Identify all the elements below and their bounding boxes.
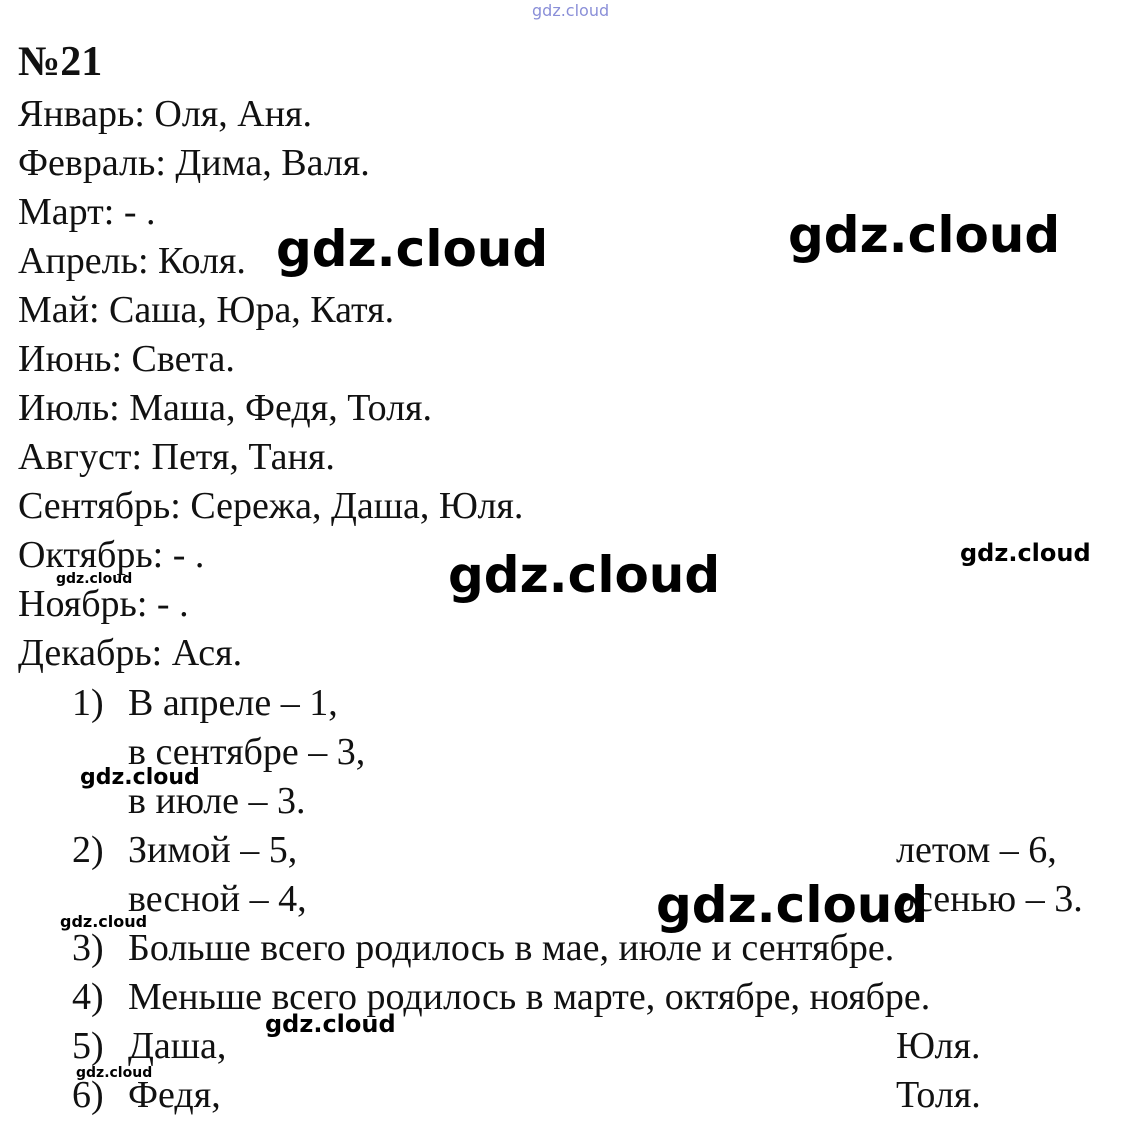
answer-3-text: Больше всего родилось в мае, июле и сент… — [128, 927, 895, 969]
month-july: Июль: Маша, Федя, Толя. — [18, 387, 433, 429]
answer-2-spring: весной – 4, — [128, 878, 307, 920]
answer-5-left: Даша, — [128, 1025, 227, 1067]
answer-3-number: 3) — [72, 927, 104, 969]
month-november: Ноябрь: - . — [18, 583, 189, 625]
answer-2-number: 2) — [72, 829, 104, 871]
answer-6-number: 6) — [72, 1074, 104, 1116]
month-march: Март: - . — [18, 191, 156, 233]
watermark: gdz.cloud — [276, 220, 549, 278]
month-june: Июнь: Света. — [18, 338, 235, 380]
month-september: Сентябрь: Сережа, Даша, Юля. — [18, 485, 524, 527]
watermark: gdz.cloud — [960, 539, 1091, 567]
answer-1-number: 1) — [72, 682, 104, 724]
answer-6-left: Федя, — [128, 1074, 221, 1116]
answer-1-line: в сентябре – 3, — [128, 731, 366, 773]
watermark: gdz.cloud — [788, 206, 1061, 264]
watermark: gdz.cloud — [448, 546, 721, 604]
answer-2-autumn: осенью – 3. — [896, 878, 1083, 920]
answer-4-text: Меньше всего родилось в марте, октябре, … — [128, 976, 931, 1018]
watermark: gdz.cloud — [80, 765, 200, 790]
problem-title: №21 — [18, 39, 103, 85]
answer-2-summer: летом – 6, — [896, 829, 1057, 871]
month-may: Май: Саша, Юра, Катя. — [18, 289, 395, 331]
watermark: gdz.cloud — [76, 1065, 153, 1081]
month-january: Январь: Оля, Аня. — [18, 93, 313, 135]
watermark: gdz.cloud — [56, 571, 133, 587]
answer-1-line: в июле – 3. — [128, 780, 306, 822]
answer-5-number: 5) — [72, 1025, 104, 1067]
watermark: gdz.cloud — [532, 1, 610, 20]
answer-2-winter: Зимой – 5, — [128, 829, 298, 871]
month-october: Октябрь: - . — [18, 534, 205, 576]
answer-4-number: 4) — [72, 976, 104, 1018]
answer-5-right: Юля. — [896, 1025, 981, 1067]
watermark: gdz.cloud — [656, 876, 929, 934]
answer-6-right: Толя. — [896, 1074, 981, 1116]
watermark: gdz.cloud — [265, 1010, 396, 1038]
month-august: Август: Петя, Таня. — [18, 436, 335, 478]
watermark: gdz.cloud — [60, 912, 148, 931]
month-april: Апрель: Коля. — [18, 240, 246, 282]
answer-1-line: В апреле – 1, — [128, 682, 338, 724]
month-february: Февраль: Дима, Валя. — [18, 142, 370, 184]
month-december: Декабрь: Ася. — [18, 632, 243, 674]
